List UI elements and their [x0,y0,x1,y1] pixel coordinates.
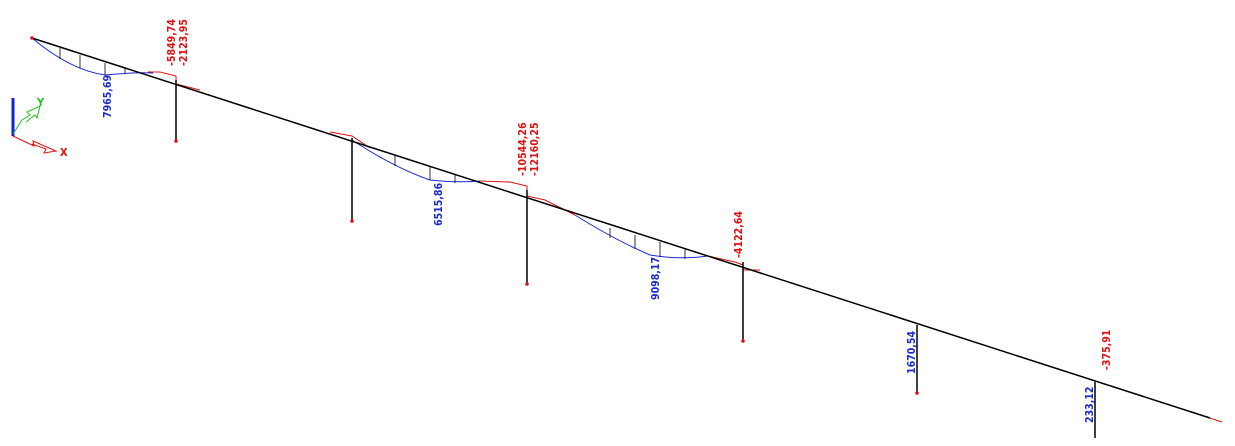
node [915,391,919,395]
axis-x-label: X [60,146,68,159]
positive-moment-diagram [31,37,1096,435]
moment-label-neg-1a: -5849,74 [166,19,178,66]
x-axis-arrow [12,135,58,154]
moment-label-neg-3: -4122,64 [733,211,745,258]
moment-value-labels: 7965,69 -5849,74 -2123,95 6515,86 -10544… [102,19,1113,423]
moment-label-neg-4: -375,91 [1101,330,1113,370]
structure-nodes [30,36,919,395]
node [174,139,178,143]
axis-y-label: Y [36,96,45,109]
moment-label-pos-4: 1670,54 [906,331,918,374]
structure-beams [31,37,1211,438]
moment-label-pos-1: 7965,69 [102,75,114,118]
moment-label-pos-3: 9098,17 [650,257,662,300]
span-3-moment-curve [574,214,709,259]
moment-label-neg-2a: -10544,26 [517,122,529,176]
y-axis-arrow [12,105,41,135]
node [741,339,745,343]
span-2-moment-curve [351,139,481,183]
node [350,219,354,223]
support-2-negative-moment [329,131,371,149]
node [525,282,529,286]
moment-label-neg-2b: -12160,25 [529,122,541,176]
axis-triad-icon: Y X [11,96,68,159]
positive-moment-hatching [59,48,686,259]
support-1-negative-moment [148,71,201,91]
moment-label-neg-1b: -2123,95 [178,19,190,66]
main-beam [31,37,1211,419]
node [30,36,34,40]
moment-label-pos-5: 233,12 [1084,387,1096,423]
moment-label-pos-2: 6515,86 [433,183,445,226]
